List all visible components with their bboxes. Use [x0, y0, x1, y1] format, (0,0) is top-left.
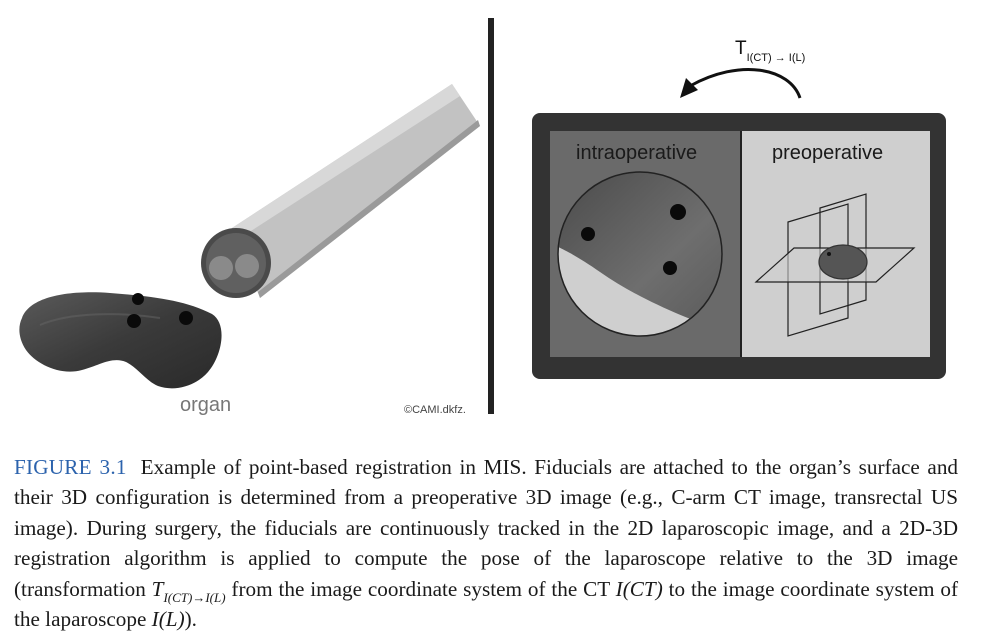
fiducial-dot: [670, 204, 686, 220]
copyright-text: ©CAMI.dkfz.: [404, 404, 466, 416]
caption-ict: I(CT): [615, 576, 663, 601]
fiducial-dot: [132, 293, 144, 305]
fiducial-dot: [179, 311, 193, 325]
caption-il: I(L): [151, 607, 185, 632]
laparoscope: [201, 84, 480, 298]
fiducial-dot: [127, 314, 141, 328]
intraoperative-view: [558, 172, 722, 336]
transform-subscript: I(CT) → I(L): [747, 52, 806, 64]
arrowhead-icon: [680, 78, 698, 98]
organ-model: [818, 244, 868, 280]
divider-bar: [488, 18, 494, 414]
preoperative-3d-view: [754, 193, 916, 337]
intraoperative-label: intraoperative: [576, 142, 697, 164]
caption-text-2: from the image coordinate system of the …: [225, 576, 616, 601]
caption-text-3: to the image coordinate system of the la…: [14, 576, 958, 632]
organ-label: organ: [180, 394, 231, 416]
caption-text-4: ).: [184, 607, 197, 632]
organ-shape: [19, 292, 222, 389]
figure-illustration: organ ©CAMI.dkfz. TI(CT) → I(L) intraope…: [19, 18, 946, 416]
preoperative-label: preoperative: [772, 142, 883, 164]
transform-label: TI(CT) → I(L): [735, 38, 805, 64]
caption-text-1: Example of point-based registration in M…: [14, 455, 959, 601]
caption-transform-symbol: T: [151, 576, 164, 601]
transform-arrow: [689, 67, 802, 99]
fiducial-dot: [663, 261, 677, 275]
fiducial-dot: [581, 227, 595, 241]
caption-label: FIGURE 3.1: [14, 455, 127, 479]
caption-transform-subscript: I(CT)→I(L): [163, 589, 226, 605]
